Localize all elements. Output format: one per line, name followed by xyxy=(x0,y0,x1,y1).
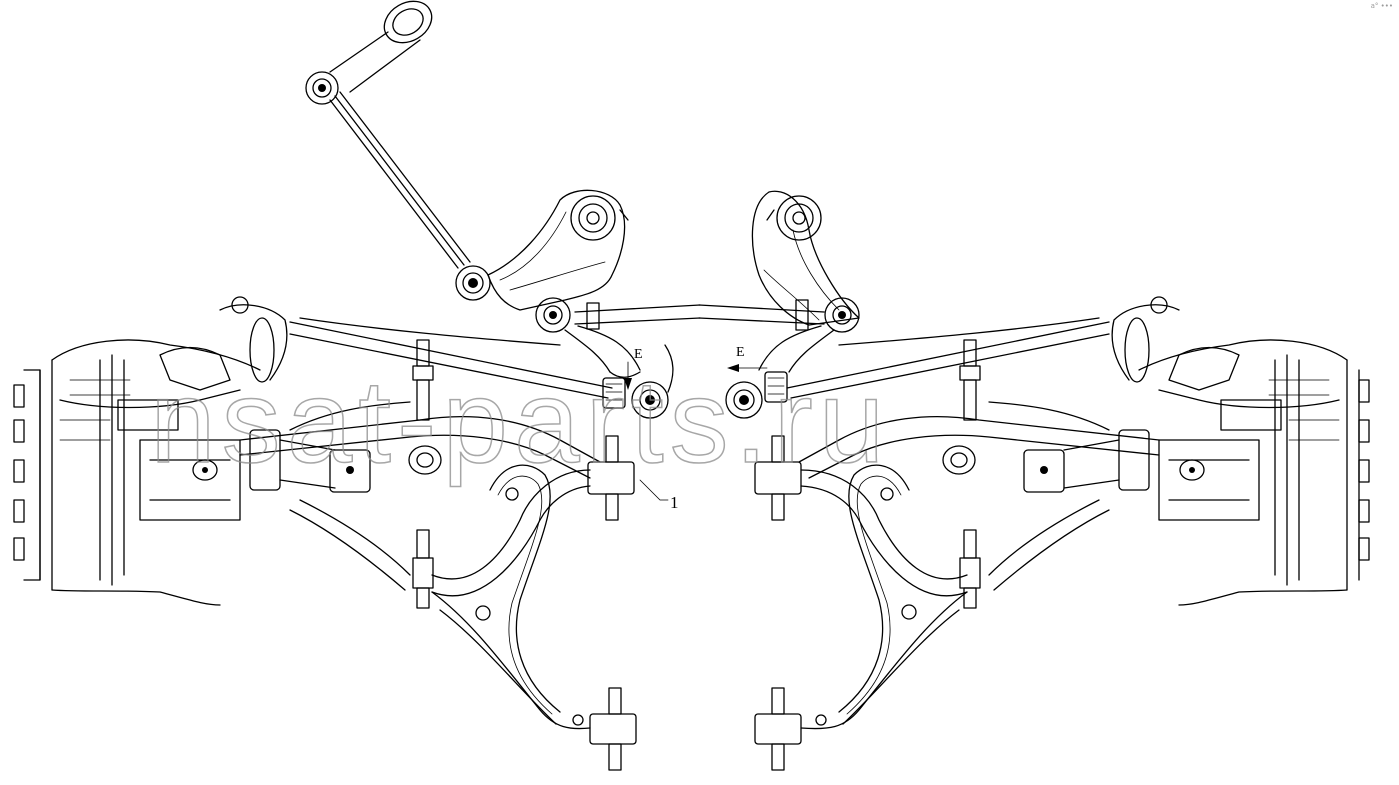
left-lower-arm xyxy=(289,464,591,730)
callout-1-label: 1 xyxy=(670,493,679,512)
left-knuckle-hub xyxy=(13,296,336,606)
section-mark-e-left: E xyxy=(624,347,643,390)
right-upper-arm xyxy=(798,401,1160,493)
section-label-e-left: E xyxy=(634,347,643,362)
right-tie-rod xyxy=(698,299,825,331)
left-suspension-assembly: 1 E xyxy=(13,0,701,771)
corner-mark: a° ••• xyxy=(1370,2,1393,10)
left-mount-pins xyxy=(412,339,637,771)
right-bellcrank xyxy=(751,190,860,333)
left-tie-rod xyxy=(574,302,701,330)
right-lower-arm xyxy=(800,464,1110,730)
watermark: nsat-parts.ru xyxy=(150,356,890,488)
section-mark-e-right-arrow xyxy=(727,364,768,372)
callout-1: 1 xyxy=(639,479,679,512)
section-label-e-right: E xyxy=(736,345,745,360)
right-suspension-assembly xyxy=(698,190,1370,771)
left-stabilizer-link xyxy=(305,0,491,301)
left-bellcrank xyxy=(487,189,629,333)
right-knuckle-hub xyxy=(1063,296,1370,606)
right-mount-pins xyxy=(754,339,981,771)
